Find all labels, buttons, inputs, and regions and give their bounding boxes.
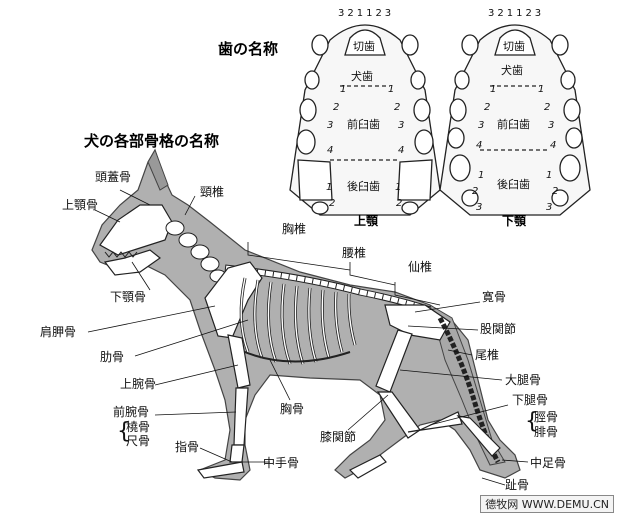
sternum-bone bbox=[239, 349, 351, 363]
lower-left-num: 2 bbox=[484, 102, 491, 113]
lower-right-num: 1 bbox=[546, 170, 553, 181]
lower-left-num: 3 bbox=[478, 120, 485, 131]
lower-molar-label: 後臼歯 bbox=[497, 178, 530, 191]
label-scapula: 肩胛骨 bbox=[40, 325, 77, 339]
teeth-title: 歯の名称 bbox=[218, 40, 279, 58]
lower-right-num: 1 bbox=[538, 84, 545, 95]
label-lower-leg: 下腿骨 bbox=[512, 393, 549, 407]
dog-silhouette bbox=[91, 148, 521, 481]
label-thoracic: 胸椎 bbox=[282, 222, 307, 236]
label-fibula: 腓骨 bbox=[534, 425, 559, 439]
upper-incisor-label: 切歯 bbox=[353, 40, 375, 53]
upper-right-num: 2 bbox=[396, 198, 403, 209]
front-leg-bones bbox=[196, 334, 251, 479]
label-femur: 大腿骨 bbox=[505, 373, 542, 387]
rib-cage-inner bbox=[240, 277, 356, 365]
spine-inner bbox=[224, 265, 431, 313]
upper-right-num: 1 bbox=[395, 182, 402, 193]
cervical-vertebrae bbox=[165, 220, 227, 283]
lower-right-num: 4 bbox=[550, 140, 557, 151]
scapula-bone bbox=[204, 261, 263, 339]
lower-right-num: 3 bbox=[548, 120, 555, 131]
label-forearm: 前腕骨 bbox=[113, 405, 150, 419]
label-toe: 趾骨 bbox=[505, 478, 530, 492]
lower-canine-label: 犬歯 bbox=[501, 64, 523, 77]
label-hip-joint: 股関節 bbox=[480, 322, 517, 336]
hind-leg-bones bbox=[348, 329, 501, 479]
upper-left-num: 4 bbox=[327, 145, 334, 156]
label-cervical: 頸椎 bbox=[200, 185, 225, 199]
upper-left-num: 3 bbox=[327, 120, 334, 131]
label-ulna: 尺骨 bbox=[126, 434, 151, 448]
label-sternum: 胸骨 bbox=[280, 402, 305, 416]
label-upper-jaw: 上顎骨 bbox=[62, 198, 99, 212]
watermark: 德牧网 WWW.DEMU.CN bbox=[480, 495, 614, 513]
dog-ear bbox=[147, 148, 169, 191]
lower-jaw-caption: 下顎 bbox=[502, 214, 527, 228]
lower-right-num: 2 bbox=[544, 102, 551, 113]
lower-right-num: 3 bbox=[546, 202, 553, 213]
label-skull: 頭蓋骨 bbox=[95, 170, 132, 184]
upper-right-num: 2 bbox=[394, 102, 401, 113]
upper-jaw-diagram bbox=[289, 24, 441, 216]
lower-jaw-diagram bbox=[439, 24, 591, 216]
hip-bone bbox=[384, 304, 451, 341]
upper-left-num: 1 bbox=[340, 84, 347, 95]
teeth-row bbox=[104, 251, 138, 258]
brace-forearm: { bbox=[117, 419, 131, 444]
brace-lower-leg: { bbox=[525, 409, 539, 434]
skeleton-title: 犬の各部骨格の名称 bbox=[84, 132, 220, 150]
label-lower-jaw: 下顎骨 bbox=[110, 290, 147, 304]
lower-left-num: 2 bbox=[472, 186, 479, 197]
upper-molar-label: 後臼歯 bbox=[347, 180, 380, 193]
lower-premolar-label: 前臼歯 bbox=[497, 118, 530, 131]
label-metatarsal: 中足骨 bbox=[530, 456, 567, 470]
label-knee: 膝関節 bbox=[320, 430, 357, 444]
label-finger: 指骨 bbox=[175, 440, 200, 454]
upper-premolar-label: 前臼歯 bbox=[347, 118, 380, 131]
lower-left-num: 1 bbox=[478, 170, 485, 181]
upper-right-num: 4 bbox=[398, 145, 405, 156]
label-humerus: 上腕骨 bbox=[120, 377, 157, 391]
upper-left-num: 1 bbox=[326, 182, 333, 193]
lower-jaw-order: 321123 bbox=[488, 8, 545, 19]
label-rib: 肋骨 bbox=[100, 350, 125, 364]
label-sacral: 仙椎 bbox=[408, 260, 433, 274]
label-lumbar: 腰椎 bbox=[342, 246, 367, 260]
upper-right-num: 1 bbox=[388, 84, 395, 95]
lower-left-num: 3 bbox=[476, 202, 483, 213]
lower-left-num: 4 bbox=[476, 140, 483, 151]
upper-left-num: 2 bbox=[333, 102, 340, 113]
upper-left-num: 2 bbox=[329, 198, 336, 209]
label-hip: 寛骨 bbox=[482, 290, 507, 304]
upper-jaw-caption: 上顎 bbox=[354, 214, 379, 228]
upper-canine-label: 犬歯 bbox=[351, 70, 373, 83]
lower-incisor-label: 切歯 bbox=[503, 40, 525, 53]
label-tail: 尾椎 bbox=[475, 348, 500, 362]
lower-left-num: 1 bbox=[490, 84, 497, 95]
leader-lines bbox=[87, 189, 529, 486]
label-tibia: 脛骨 bbox=[534, 410, 559, 424]
label-metacarpal: 中手骨 bbox=[263, 456, 300, 470]
lower-right-num: 2 bbox=[552, 186, 559, 197]
upper-right-num: 3 bbox=[398, 120, 405, 131]
label-radius: 橈骨 bbox=[126, 420, 151, 434]
upper-jaw-order: 321123 bbox=[338, 8, 395, 19]
